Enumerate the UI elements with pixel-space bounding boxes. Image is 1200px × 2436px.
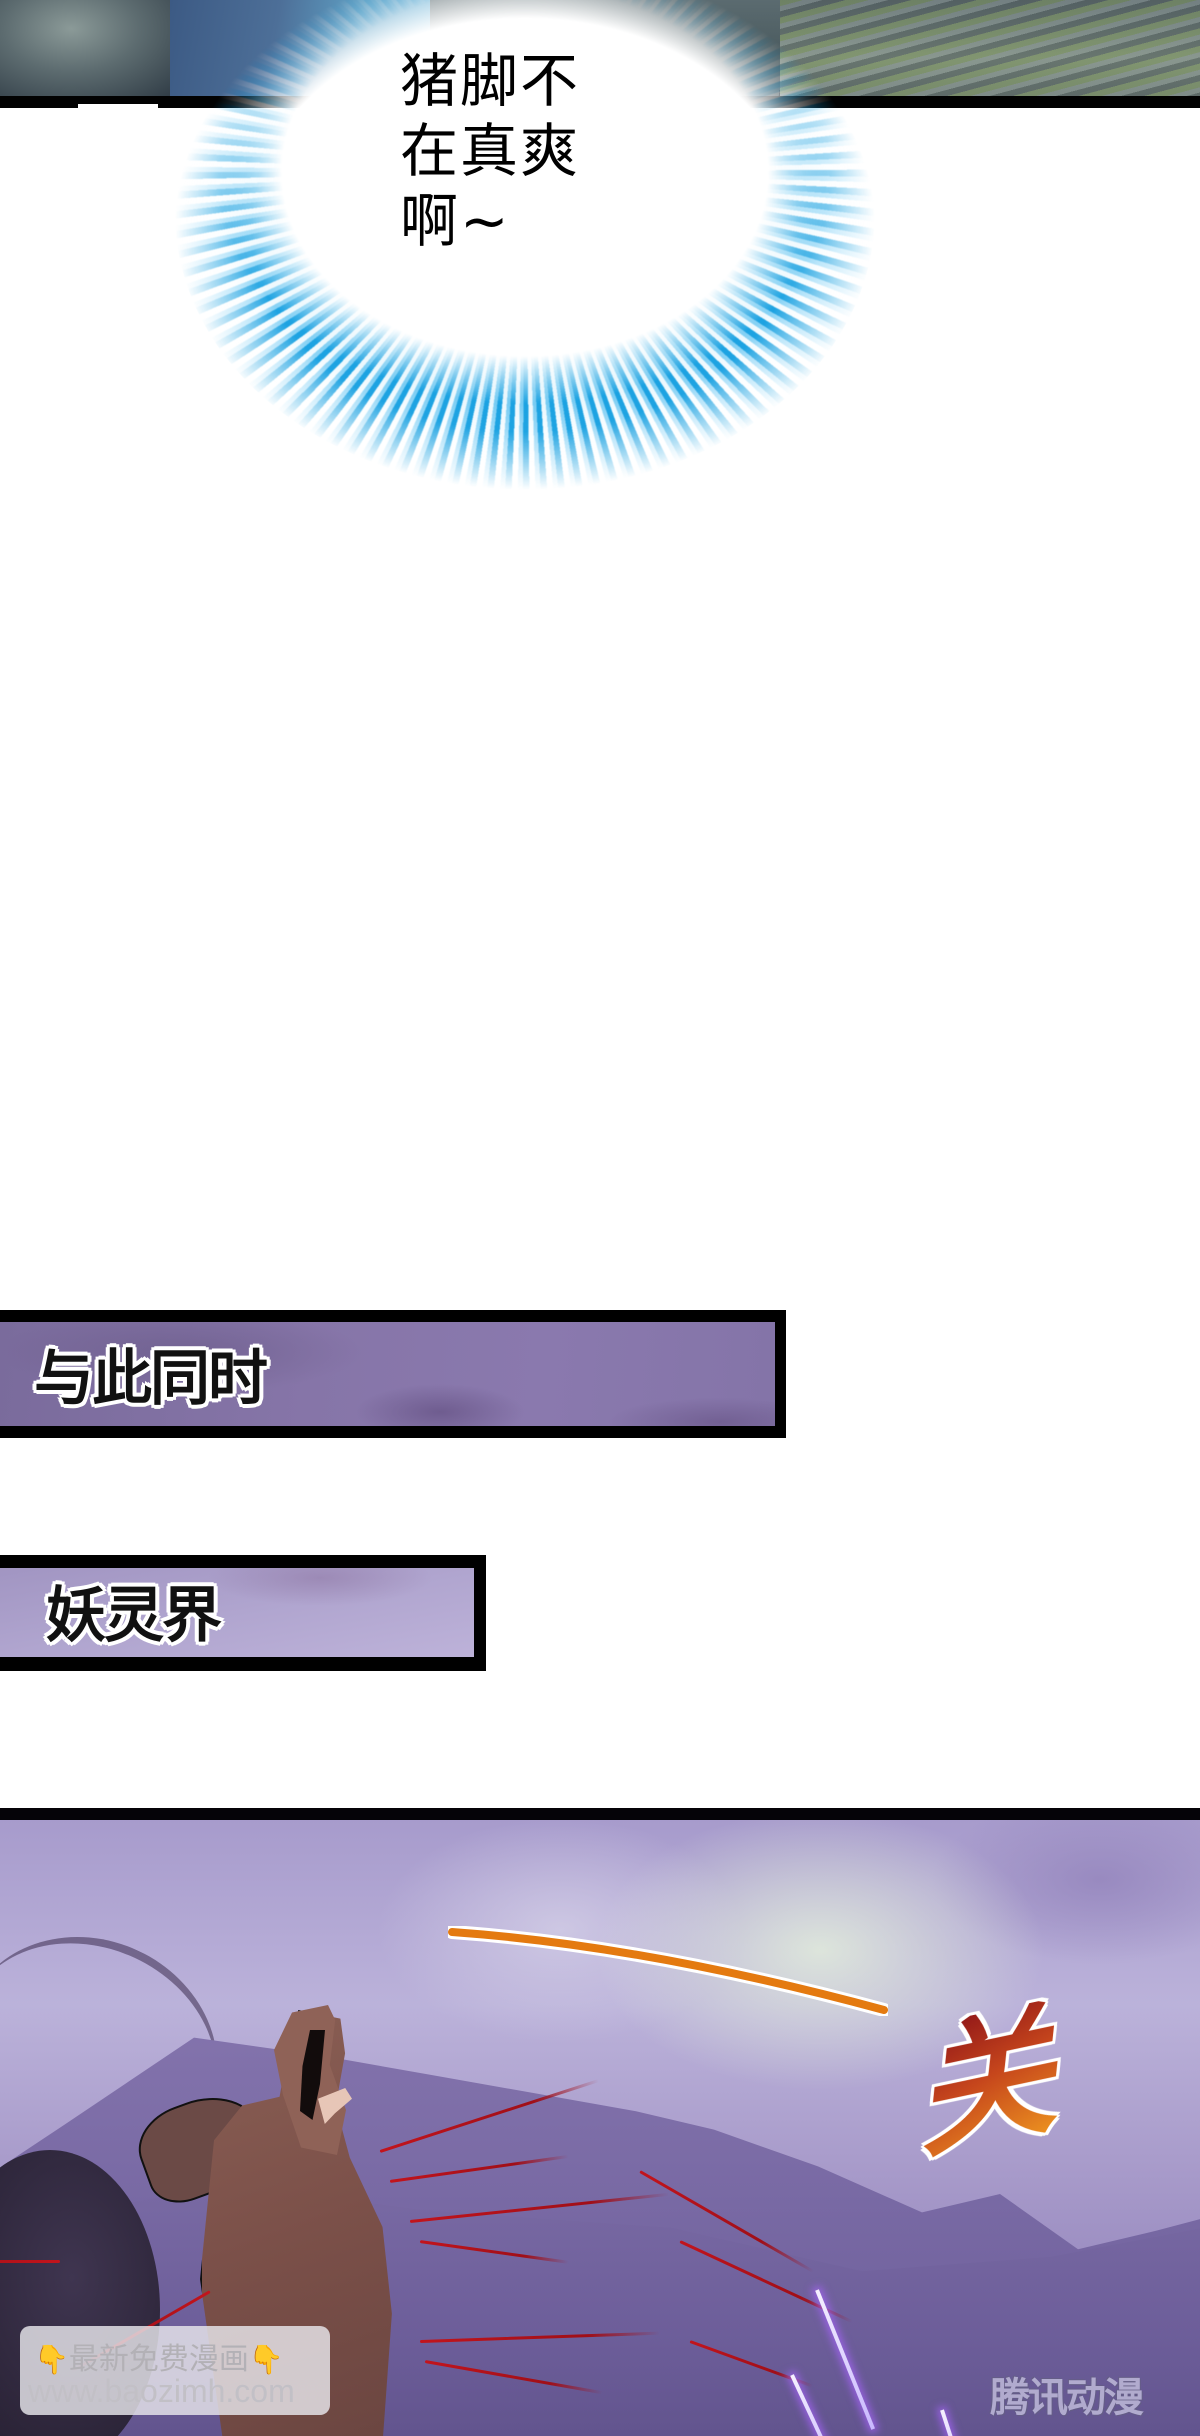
blood-spray bbox=[0, 2260, 60, 2263]
bubble-line-3: 啊~ bbox=[400, 187, 511, 255]
caption-background bbox=[0, 1322, 775, 1426]
glow-burst-bubble bbox=[175, 0, 875, 490]
pointing-down-icon: 👇 bbox=[34, 2343, 69, 2376]
pointing-down-icon: 👇 bbox=[248, 2343, 284, 2376]
caption-box-meanwhile: 与此同时 bbox=[0, 1310, 786, 1438]
watermark-line-1: 👇最新免费漫画👇 bbox=[34, 2334, 284, 2378]
sound-effect-text: 关 bbox=[917, 1981, 1073, 2182]
watermark-label: 最新免费漫画 bbox=[68, 2342, 249, 2377]
bubble-line-2: 在真爽 bbox=[400, 117, 581, 185]
rock-left bbox=[0, 0, 178, 96]
orange-slash-streak bbox=[448, 1926, 888, 2016]
caption-box-location: 妖灵界 bbox=[0, 1555, 486, 1671]
speech-bubble-text: 猪脚不 在真爽 啊~ bbox=[400, 46, 610, 256]
caption-text: 与此同时 bbox=[34, 1344, 268, 1414]
border-gap bbox=[78, 104, 158, 108]
caption-text: 妖灵界 bbox=[46, 1581, 222, 1651]
tencent-comics-watermark: 腾讯动漫 bbox=[990, 2375, 1144, 2421]
bottom-panel-border bbox=[0, 1808, 1200, 1820]
mossy-rock-right bbox=[780, 0, 1200, 96]
watermark-url[interactable]: www.baozimh.com bbox=[28, 2373, 295, 2409]
baozimh-watermark[interactable]: 👇最新免费漫画👇 www.baozimh.com bbox=[20, 2326, 330, 2415]
bubble-line-1: 猪脚不 bbox=[400, 47, 581, 115]
caption-background bbox=[0, 1568, 474, 1657]
